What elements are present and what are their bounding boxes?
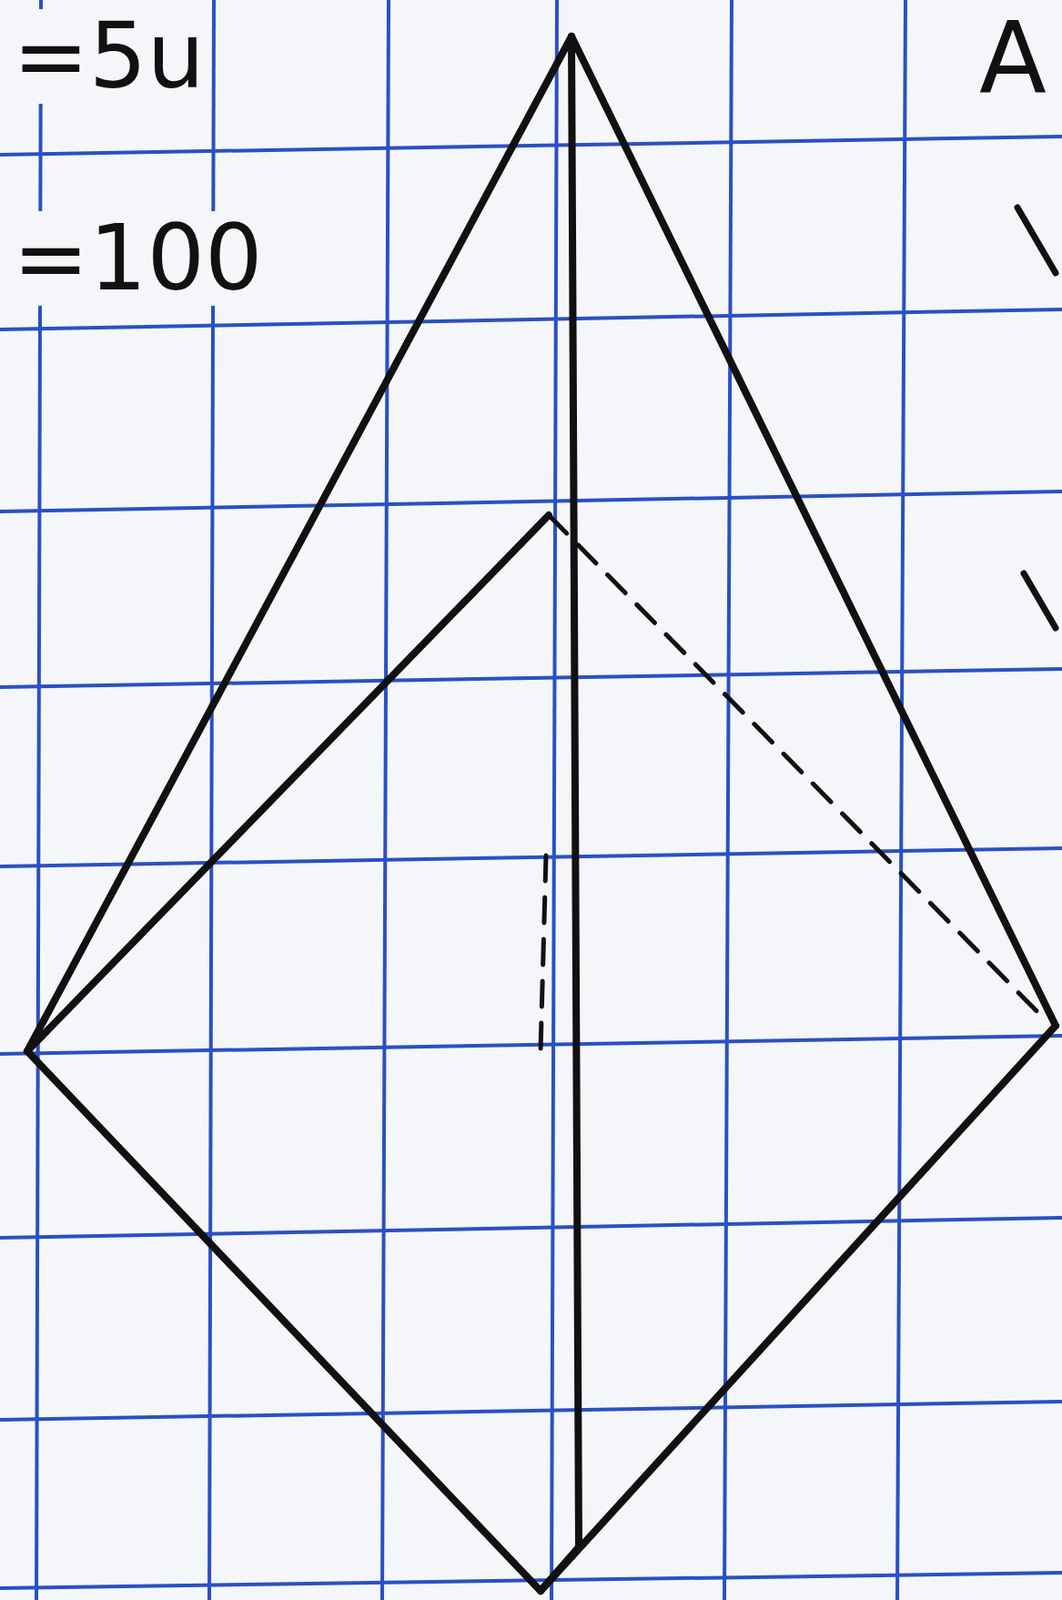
- handwritten-note: A: [973, 7, 1052, 110]
- handwritten-note: =100: [7, 211, 269, 306]
- stray-marks: [1017, 207, 1056, 628]
- handwritten-note: =5u: [7, 9, 211, 104]
